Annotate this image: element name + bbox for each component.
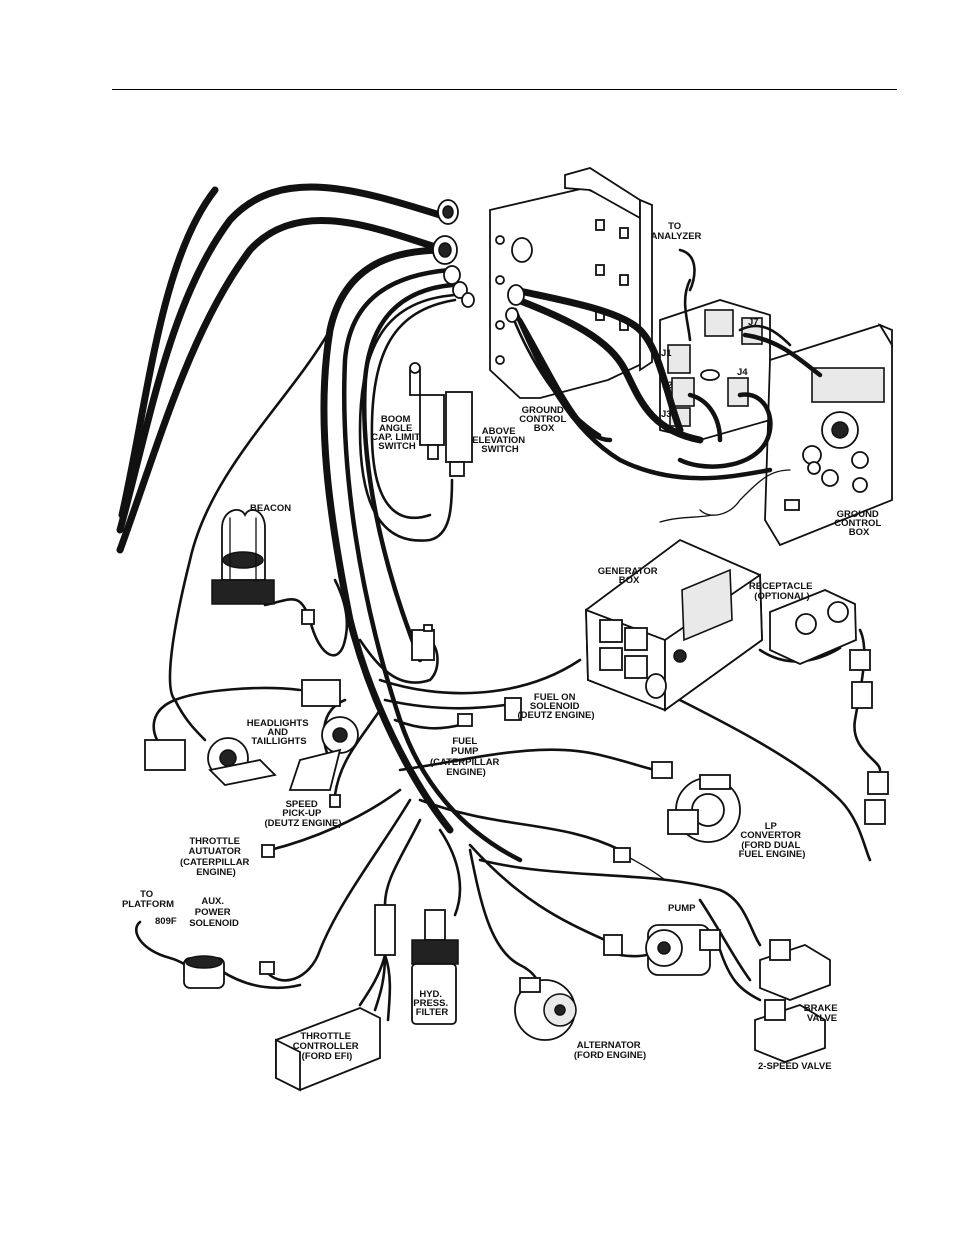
throttle-controller (275, 904, 396, 1092)
label-to-analyzer: TO ANALYZER (651, 221, 702, 242)
label-j3: J3 (661, 409, 672, 420)
boom-angle-switch (409, 362, 445, 460)
generator-box (585, 538, 763, 712)
label-alternator: ALTERNATOR (FORD ENGINE) (574, 1040, 646, 1061)
label-above-elevation-switch: ABOVE ELEVATION SWITCH (472, 426, 528, 455)
two-speed-valve (754, 999, 826, 1063)
label-throttle-controller: THROTTLE CONTROLLER (FORD EFI) (293, 1031, 362, 1062)
label-2-speed-valve: 2-SPEED VALVE (758, 1061, 832, 1072)
label-ground-control-box-1: GROUND CONTROL BOX (519, 405, 568, 434)
ground-control-box-panel (489, 167, 653, 399)
label-generator-box: GENERATOR BOX (598, 566, 660, 586)
lp-convertor (613, 761, 741, 863)
relay (411, 624, 435, 661)
label-hyd-press-filter: HYD. PRESS. FILTER (413, 989, 451, 1018)
throttle-autuator-connector (261, 844, 275, 858)
headlights-and-taillights (144, 679, 359, 791)
label-throttle-autuator: THROTTLE AUTUATOR (CATERPILLAR ENGINE) (180, 836, 252, 878)
speed-pickup-connector (329, 794, 341, 808)
fuel-pump-connector (457, 713, 473, 727)
label-lp-convertor: LP CONVERTOR (FORD DUAL FUEL ENGINE) (739, 821, 806, 860)
label-boom-angle-switch: BOOM ANGLE CAP. LIMIT SWITCH (371, 414, 423, 452)
hydraulic-pump (603, 924, 721, 976)
brake-valve (759, 939, 831, 1001)
label-receptacle: RECEPTACLE (OPTIONAL) (749, 581, 815, 602)
label-aux-power-solenoid: AUX. POWER SOLENOID (189, 896, 239, 929)
label-j2: J2 (662, 380, 673, 391)
label-pump: PUMP (668, 903, 696, 914)
label-j1: J1 (661, 348, 672, 359)
label-ground-control-box-2: GROUND CONTROL BOX (834, 509, 883, 538)
hyd-press-filter (411, 909, 459, 1025)
label-j4: J4 (737, 367, 748, 378)
harness-wires (116, 183, 882, 1022)
aux-power-solenoid (183, 955, 275, 989)
label-fuel-on-solenoid: FUEL ON SOLENOID (DEUTZ ENGINE) (517, 692, 594, 721)
label-beacon: BEACON (250, 503, 291, 514)
label-j7: J7 (748, 317, 759, 328)
label-speed-pickup: SPEED PICK-UP (DEUTZ ENGINE) (264, 799, 341, 829)
fuel-on-solenoid-connector (504, 697, 522, 721)
bulkhead-grommets (432, 199, 533, 323)
alternator (514, 977, 577, 1041)
component-labels: TO ANALYZER J1 J2 J3 J4 J7 BOOM ANGLE CA… (122, 221, 883, 1072)
receptacle (769, 589, 889, 825)
label-fuel-pump: FUEL PUMP (CATERPILLAR ENGINE) (430, 736, 502, 778)
ground-control-box-front (764, 323, 893, 547)
label-headlights-and-taillights: HEADLIGHTS AND TAILLIGHTS (247, 718, 311, 747)
beacon (211, 509, 315, 625)
label-809f: 809F (155, 916, 177, 927)
above-elevation-switch (445, 391, 473, 477)
header-rule (112, 89, 897, 90)
label-brake-valve: BRAKE VALVE (804, 1003, 840, 1024)
label-to-platform: TO PLATFORM (122, 889, 174, 910)
